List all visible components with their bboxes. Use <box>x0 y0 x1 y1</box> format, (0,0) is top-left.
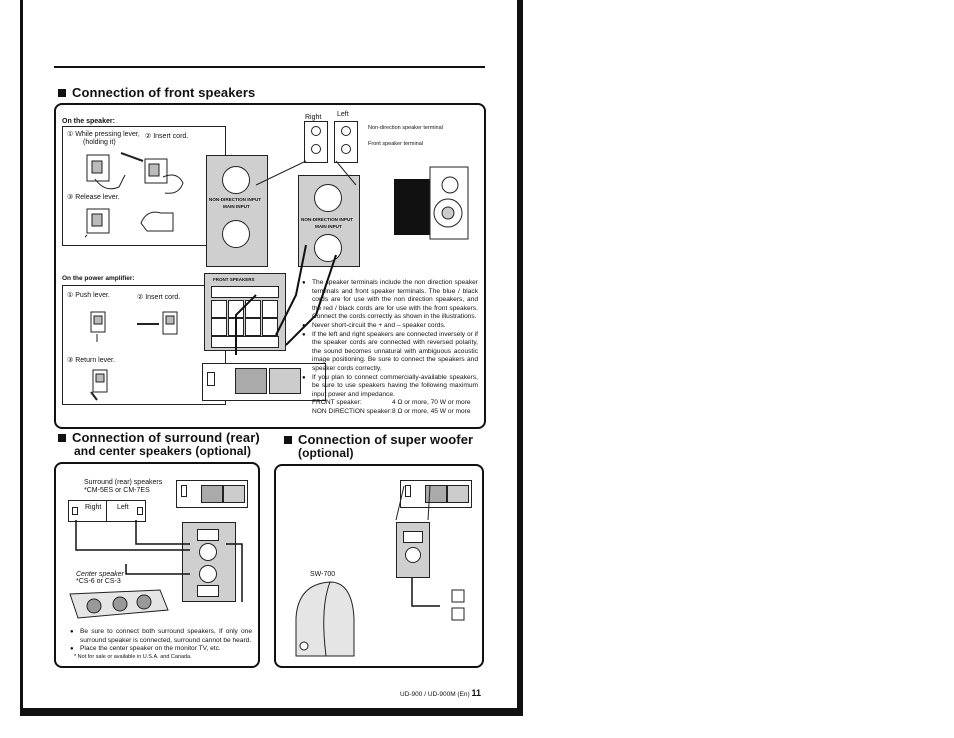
amp-front-speakers-label: FRONT SPEAKERS <box>213 277 255 282</box>
spec-nondir-label: NON DIRECTION speaker: <box>312 408 392 416</box>
left-terminal-zoom-panel: NON-DIRECTION INPUT MAIN INPUT <box>298 175 360 267</box>
front-wiring-lines <box>235 160 357 355</box>
step3-label: ③ Release lever. <box>67 194 120 201</box>
amp-step1-label: ① Push lever. <box>67 292 110 299</box>
amp-step2-label: ② Insert cord. <box>137 294 181 301</box>
front-terminal-label: Front speaker terminal <box>368 141 424 147</box>
surround-right-label: Right <box>85 504 102 511</box>
surround-left-speaker: Left <box>106 500 146 522</box>
footer-model-text: UD-900 / UD-900M (En) <box>400 691 470 698</box>
surround-right-speaker: Right <box>68 500 108 522</box>
title-square-icon <box>58 433 66 442</box>
front-right-label: Right <box>305 114 322 121</box>
surround-footnote: * Not for sale or available in U.S.A. an… <box>74 654 192 660</box>
hand-pressing-lever-illustration <box>86 152 184 194</box>
surround-wiring-lines <box>75 520 243 602</box>
super-woofer-illustration <box>295 581 355 657</box>
step2-label: ② Insert cord. <box>145 133 189 140</box>
front-notes: The speaker terminals include the non di… <box>302 279 478 417</box>
return-lever-illustration <box>90 369 108 401</box>
footer-model: UD-900 / UD-900M (En) 11 <box>400 688 481 698</box>
woofer-connection-panel: SW-700 <box>274 464 484 668</box>
release-lever-illustration <box>85 208 174 238</box>
top-rule <box>54 66 485 68</box>
spec-row-front: FRONT speaker: 4 Ω or more, 70 W or more <box>302 399 478 408</box>
nondir-terminal-label: Non-direction speaker terminal <box>368 125 443 131</box>
surround-note-2: Place the center speaker on the monitor … <box>70 645 252 654</box>
surround-notes: Be sure to connect both surround speaker… <box>70 628 252 654</box>
front-note-2: Never short-circuit the + and – speaker … <box>302 322 478 331</box>
surround-terminal-panel <box>182 522 236 602</box>
woofer-title-line2: (optional) <box>298 446 354 460</box>
spec-row-nondir: NON DIRECTION speaker: 8 Ω or more, 45 W… <box>302 408 478 417</box>
surround-connection-panel: Surround (rear) speakers *CM-5ES or CM-7… <box>54 462 260 668</box>
title-square-icon <box>284 435 292 444</box>
front-section-title: Connection of front speakers <box>58 85 255 100</box>
spec-front-label: FRONT speaker: <box>312 399 362 407</box>
right-nondir-input-label: NON-DIRECTION INPUT <box>209 197 262 202</box>
surround-note-1: Be sure to connect both surround speaker… <box>70 628 252 645</box>
woofer-wiring-lines <box>395 486 465 621</box>
right-main-input-label: MAIN INPUT <box>223 204 250 209</box>
front-note-4: If you plan to connect commercially-avai… <box>302 374 478 400</box>
amp-terminal-strip: FRONT SPEAKERS <box>204 273 286 351</box>
speaker-steps-box: ① While pressing lever, (holding it) ② I… <box>62 126 226 246</box>
surround-title-line1: Connection of surround (rear) <box>72 430 260 445</box>
center-models-label: *CS-6 or CS-3 <box>76 578 121 585</box>
woofer-model-label: SW-700 <box>310 571 336 578</box>
woofer-section-title: Connection of super woofer <box>284 432 473 447</box>
surround-speakers-label: Surround (rear) speakers <box>84 479 163 486</box>
spec-front-value: 4 Ω or more, 70 W or more <box>392 399 471 407</box>
title-square-icon <box>58 88 66 97</box>
page-right-border <box>517 0 523 716</box>
right-terminal-zoom-panel: NON-DIRECTION INPUT MAIN INPUT <box>206 155 268 267</box>
surround-section-title: Connection of surround (rear) <box>58 430 260 445</box>
left-nondir-input-label: NON-DIRECTION INPUT <box>301 217 354 222</box>
woofer-output-panel <box>396 522 430 578</box>
right-speaker-terminal-block <box>304 121 328 163</box>
front-note-1: The speaker terminals include the non di… <box>302 279 478 322</box>
front-left-label: Left <box>337 111 349 118</box>
step1b-label: (holding it) <box>83 139 116 146</box>
step1-label: ① While pressing lever, <box>67 131 140 138</box>
page-bottom-border <box>20 708 523 716</box>
on-speaker-label: On the speaker: <box>62 118 115 125</box>
woofer-title-line1: Connection of super woofer <box>298 432 474 447</box>
on-amp-label: On the power amplifier: <box>62 275 135 282</box>
front-title-text: Connection of front speakers <box>72 85 256 100</box>
push-lever-illustration <box>90 311 178 342</box>
center-speaker-illustration <box>69 589 169 619</box>
woofer-amp-rear <box>400 480 472 508</box>
front-note-3: If the left and right speakers are conne… <box>302 331 478 374</box>
spec-nondir-value: 8 Ω or more, 45 W or more <box>392 408 471 416</box>
left-speaker-terminal-block <box>334 121 358 163</box>
surround-models-label: *CM-5ES or CM-7ES <box>84 487 150 494</box>
surround-amp-rear <box>176 480 248 508</box>
page-number: 11 <box>471 688 482 698</box>
surround-left-label: Left <box>117 504 129 511</box>
surround-title-line2: and center speakers (optional) <box>74 444 252 458</box>
amp-step3-label: ③ Return lever. <box>67 357 115 364</box>
page-left-border <box>20 0 23 716</box>
center-speaker-label: Center speaker <box>76 571 124 578</box>
left-main-input-label: MAIN INPUT <box>315 224 342 229</box>
front-connection-panel: On the speaker: ① While pressing lever, … <box>54 103 486 429</box>
speaker-illustration <box>394 166 469 240</box>
